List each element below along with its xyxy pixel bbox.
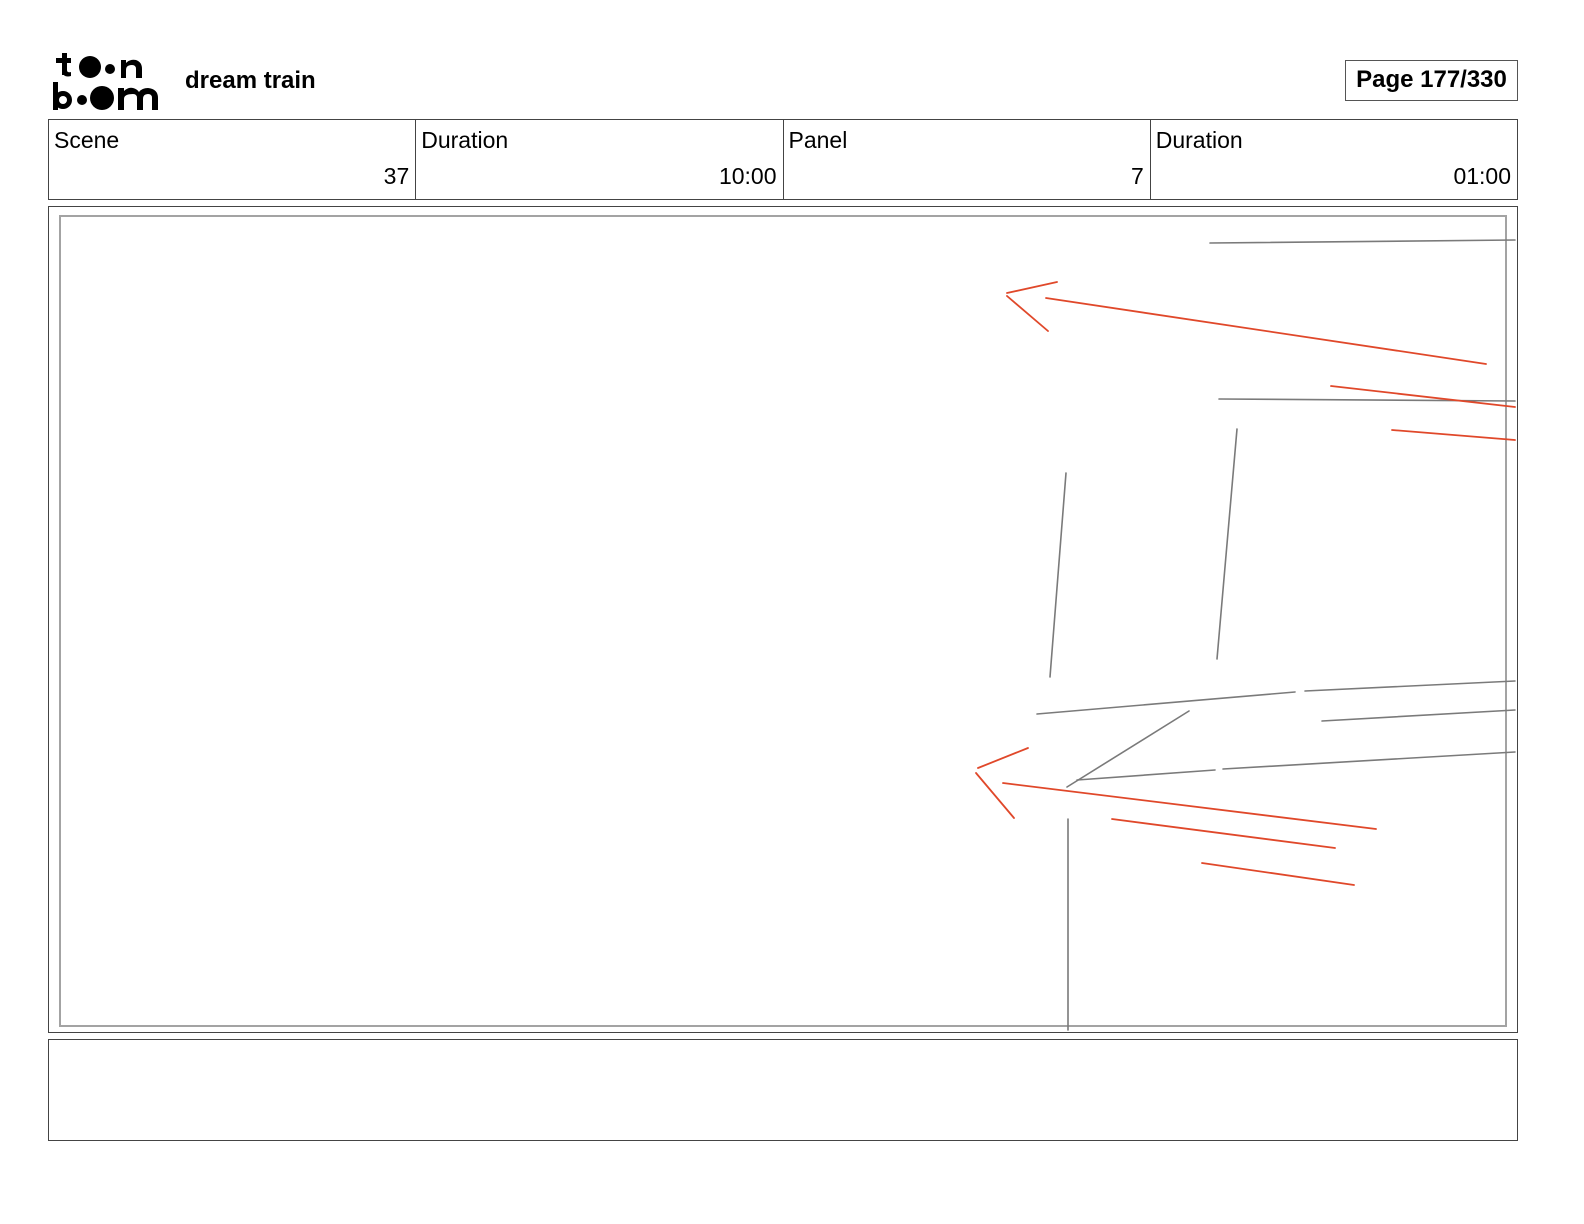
notes-box — [48, 1039, 1518, 1141]
storyboard-panel — [48, 206, 1518, 1033]
panel-duration-label: Duration — [1155, 127, 1243, 153]
panel-cell: Panel 7 — [784, 120, 1151, 199]
scene-duration-value: 10:00 — [718, 163, 777, 189]
scene-duration-label: Duration — [421, 127, 509, 153]
scene-duration-cell: Duration 10:00 — [416, 120, 784, 199]
panel-label: Panel — [788, 127, 848, 153]
panel-value: 7 — [1130, 163, 1144, 189]
panel-sketch — [975, 239, 1516, 1031]
camera-frame — [59, 215, 1507, 1027]
panel-duration-value: 01:00 — [1453, 163, 1511, 189]
motion-arrows — [975, 281, 1516, 886]
page-indicator: Page 177/330 — [1345, 60, 1518, 101]
scene-value: 37 — [383, 163, 410, 189]
project-title: dream train — [185, 67, 316, 94]
toonboom-logo — [53, 53, 158, 110]
scene-label: Scene — [54, 127, 120, 153]
scene-cell: Scene 37 — [49, 120, 417, 199]
panel-info-table: Scene 37 Duration 10:00 Panel 7 Duration… — [48, 119, 1518, 200]
panel-duration-cell: Duration 01:00 — [1151, 120, 1517, 199]
